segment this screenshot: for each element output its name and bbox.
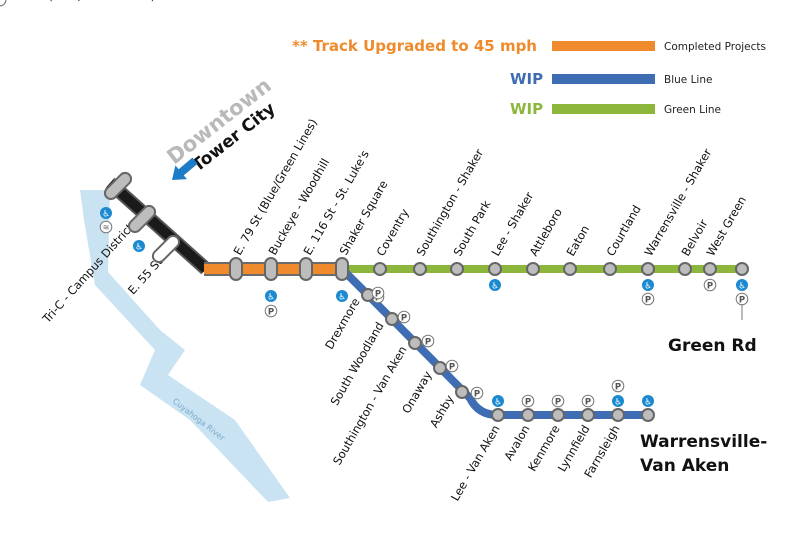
- station-label: Attleboro: [526, 206, 565, 259]
- accessible-icon: ♿: [133, 240, 145, 252]
- parking-icon: P: [641, 292, 655, 306]
- svg-text:♿: ♿: [267, 292, 275, 302]
- accessible-icon: ♿: [100, 207, 112, 219]
- station-blue-terminal-10[interactable]: [641, 408, 655, 422]
- legend-upgrade-title: ** Track Upgraded to 45 mph: [292, 37, 537, 55]
- warrensville-van-aken-terminal-label-1: Warrensville-: [640, 432, 767, 452]
- station-label: Lee - Van Aken: [448, 423, 503, 504]
- station-label: Onaway: [399, 368, 435, 416]
- station-label: Southington - Shaker: [413, 146, 486, 258]
- legend-green-title: WIP: [510, 100, 543, 118]
- svg-text:♿: ♿: [135, 242, 143, 252]
- svg-text:♿: ♿: [644, 281, 652, 291]
- parking-icon: P: [470, 386, 484, 400]
- svg-text:♿: ♿: [738, 281, 746, 291]
- accessible-icon: ♿: [492, 395, 504, 407]
- svg-text:≋: ≋: [0, 0, 3, 2]
- station-lee-van-aken[interactable]: Lee - Van Aken: [448, 408, 505, 504]
- river-shape: [80, 190, 290, 502]
- legend-upgrade-label: Completed Projects: [664, 41, 766, 53]
- svg-text:P: P: [525, 398, 531, 408]
- parking-icon: P: [521, 394, 535, 408]
- legend-green-swatch: [552, 104, 655, 114]
- svg-text:P: P: [474, 390, 480, 400]
- wifi-icon: ≋: [0, 0, 7, 7]
- svg-text:P: P: [615, 383, 621, 393]
- station-label: Southington - Van Aken: [330, 344, 410, 468]
- svg-text:♿: ♿: [644, 397, 652, 407]
- accessible-icon: ♿: [265, 290, 277, 302]
- svg-text:P: P: [268, 308, 274, 318]
- parking-icon: P: [551, 394, 565, 408]
- svg-text:P: P: [449, 363, 455, 373]
- svg-text:♿: ♿: [102, 209, 110, 219]
- legend: ** Track Upgraded to 45 mph Completed Pr…: [292, 37, 766, 118]
- station-south-park[interactable]: South Park: [450, 198, 494, 276]
- svg-text:P: P: [645, 296, 651, 306]
- parking-icon: P: [445, 359, 459, 373]
- warrensville-van-aken-terminal-label-2: Van Aken: [640, 456, 729, 476]
- svg-text:♿: ♿: [494, 397, 502, 407]
- parking-icon: P: [371, 286, 385, 300]
- svg-text:P: P: [401, 314, 407, 324]
- station-label: Warrensville - Shaker: [641, 146, 714, 259]
- station-label: E. 79 St (Blue/Green Lines): [0, 0, 155, 3]
- parking-icon: P: [421, 334, 435, 348]
- station-e-79-st-blue-green-lines[interactable]: E. 79 St (Blue/Green Lines): [0, 0, 182, 265]
- station-label: West Green: [703, 194, 749, 259]
- black-track: [106, 179, 210, 273]
- legend-green-label: Green Line: [664, 104, 721, 116]
- svg-text:♿: ♿: [614, 397, 622, 407]
- station-label: Courtland: [603, 203, 643, 259]
- svg-text:P: P: [739, 296, 745, 306]
- svg-text:P: P: [555, 398, 561, 408]
- station-green-terminal-10[interactable]: [735, 262, 749, 276]
- legend-blue-label: Blue Line: [664, 74, 712, 86]
- accessible-icon: ♿: [612, 395, 624, 407]
- legend-blue-title: WIP: [510, 70, 543, 88]
- parking-icon: P: [703, 278, 717, 292]
- svg-text:P: P: [707, 282, 713, 292]
- svg-text:P: P: [585, 398, 591, 408]
- svg-text:≋: ≋: [103, 223, 110, 232]
- svg-text:P: P: [425, 338, 431, 348]
- station-label: E. 116 St - St. Luke's: [300, 148, 371, 258]
- parking-icon: P: [264, 304, 278, 318]
- station-label: Eaton: [563, 223, 592, 259]
- svg-text:♿: ♿: [491, 281, 499, 291]
- station-lee-shaker[interactable]: Lee - Shaker: [488, 189, 536, 276]
- accessible-icon: ♿: [642, 279, 654, 291]
- legend-orange-swatch: [552, 41, 655, 51]
- station-warrensville-shaker[interactable]: Warrensville - Shaker: [641, 146, 715, 276]
- wifi-icon: ≋: [99, 220, 113, 234]
- station-label: South Park: [450, 198, 493, 259]
- downtown-arrow-icon: [172, 157, 198, 180]
- station-label: Drexmore: [322, 296, 363, 352]
- svg-text:♿: ♿: [338, 292, 346, 302]
- accessible-icon: ♿: [336, 290, 348, 302]
- parking-icon: P: [397, 310, 411, 324]
- parking-icon: P: [735, 292, 749, 306]
- legend-blue-swatch: [552, 74, 655, 84]
- station-label: Coventry: [373, 206, 411, 258]
- accessible-icon: ♿: [642, 395, 654, 407]
- station-ashby[interactable]: Ashby: [427, 385, 469, 430]
- parking-icon: P: [611, 379, 625, 393]
- green-rd-terminal-label: Green Rd: [668, 336, 757, 356]
- accessible-icon: ♿: [736, 279, 748, 291]
- station-label: Avalon: [501, 423, 532, 463]
- station-courtland[interactable]: Courtland: [603, 203, 644, 276]
- station-attleboro[interactable]: Attleboro: [526, 206, 565, 276]
- station-label: Ashby: [427, 392, 457, 430]
- station-coventry[interactable]: Coventry: [373, 206, 412, 276]
- svg-text:P: P: [375, 290, 381, 300]
- accessible-icon: ♿: [489, 279, 501, 291]
- parking-icon: P: [581, 394, 595, 408]
